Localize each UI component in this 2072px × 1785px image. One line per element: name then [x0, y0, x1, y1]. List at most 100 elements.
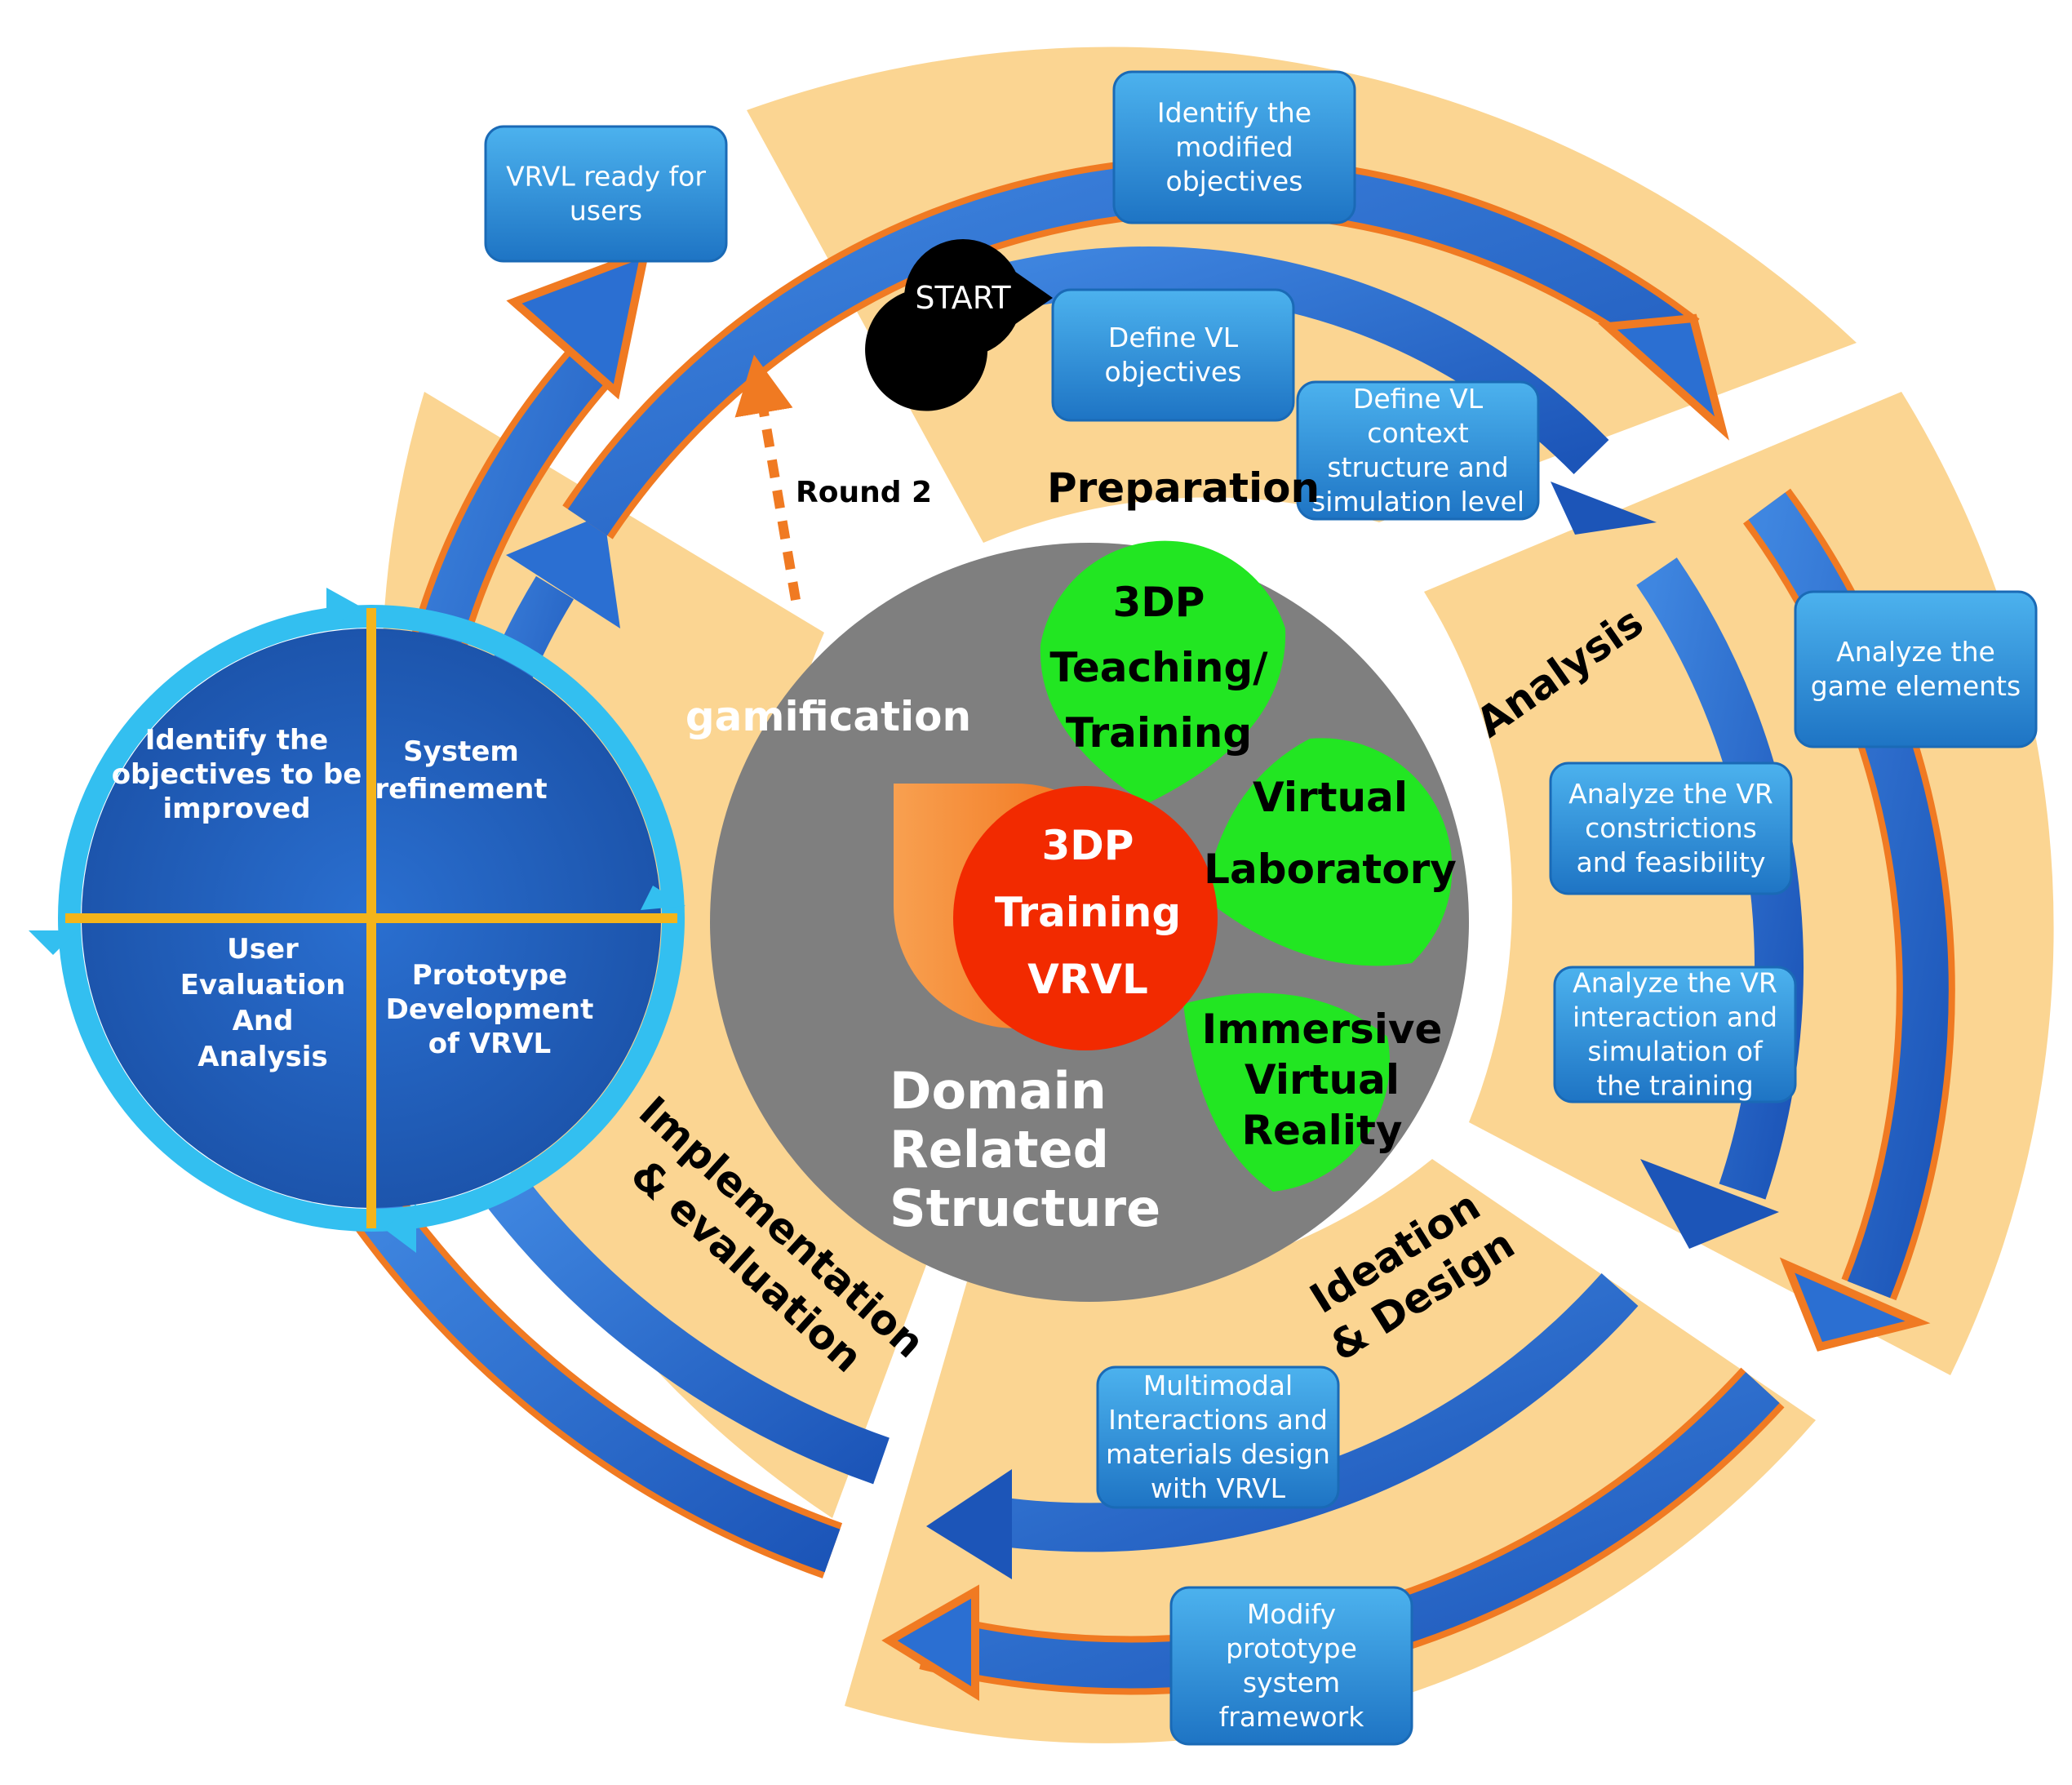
box-define-vl-objectives-text-line-1: Define VL	[1108, 322, 1239, 353]
core-label-line-2: Training	[995, 889, 1181, 936]
box-define-vl-context	[1296, 380, 1540, 521]
cycle-system-refinement-line-1: System	[403, 735, 519, 768]
box-vrvl-ready-text-line-1: VRVL ready for	[506, 161, 706, 193]
box-modify-prototype-text-line-4: framework	[1219, 1701, 1365, 1733]
petal-teaching-label: 3DP Teaching/Training	[1049, 579, 1268, 757]
core-circle	[953, 786, 1218, 1050]
cycle-arrow-right	[641, 886, 685, 910]
petal-virtual-lab-label-line-1: Virtual	[1253, 774, 1408, 821]
core-label-line-1: 3DP	[1042, 822, 1134, 869]
box-identify-modified	[1112, 70, 1356, 224]
box-modify-prototype-text-line-2: prototype	[1226, 1632, 1357, 1664]
round2-label: Round 2	[796, 476, 932, 509]
box-analyze-vr-interaction-text-line-2: interaction and	[1573, 1001, 1777, 1033]
arrow-head-top	[1598, 313, 1729, 441]
arrow-head-vrvl-ready	[506, 246, 650, 400]
arrow-impl-inner	[486, 1176, 890, 1485]
box-analyze-game-text-line-1: Analyze the	[1836, 636, 1995, 668]
box-identify-modified-text-line-2: modified	[1175, 131, 1293, 163]
box-analyze-vr-constrictions-text-line-1: Analyze the VR	[1568, 778, 1773, 810]
petal-virtual-lab	[1204, 738, 1453, 966]
petal-immersive	[1183, 992, 1391, 1192]
box-analyze-vr-interaction	[1553, 966, 1797, 1103]
petal-teaching	[1040, 540, 1286, 804]
petal-teaching-label-line-1: 3DP	[1113, 579, 1205, 626]
box-multimodal-text-line-2: Interactions and	[1108, 1404, 1328, 1436]
stage-preparation: Preparation	[1047, 464, 1320, 512]
box-analyze-game-text-line-2: game elements	[1811, 670, 2021, 702]
cycle-arrow-left	[29, 930, 78, 955]
box-analyze-vr-constrictions-text-line-3: and feasibility	[1577, 846, 1766, 878]
box-vrvl-ready	[484, 125, 728, 263]
box-analyze-vr-interaction-text-line-1: Analyze the VR	[1573, 967, 1777, 999]
box-multimodal-text-line-3: materials design	[1106, 1438, 1330, 1470]
core-label-line-3: VRVL	[1027, 956, 1148, 1003]
box-define-vl-objectives-text-line-2: objectives	[1105, 356, 1242, 388]
box-define-vl-context-text-line-4: simulation level	[1311, 486, 1524, 517]
cycle-circle	[29, 588, 685, 1253]
cycle-identify-improved-line-1: Identify the	[145, 724, 328, 757]
start-bubble: START	[865, 239, 1053, 411]
box-modify-prototype	[1169, 1586, 1413, 1746]
cycle-identify-improved-line-3: improved	[162, 793, 310, 825]
box-analyze-game	[1794, 590, 2038, 748]
box-modify-prototype-text-line-1: Modify	[1247, 1598, 1336, 1630]
cycle-user-evaluation-line-1: User	[227, 933, 299, 966]
petal-teaching-label-line-3: Training	[1066, 709, 1252, 757]
box-analyze-vr-constrictions-text-line-2: constrictions	[1585, 812, 1757, 844]
box-analyze-vr-interaction-text-line-4: the training	[1596, 1070, 1754, 1102]
box-define-vl-objectives	[1051, 288, 1295, 422]
cycle-prototype-dev-line-3: of VRVL	[428, 1028, 551, 1060]
box-multimodal-text-line-1: Multimodal	[1143, 1370, 1293, 1401]
box-analyze-vr-interaction-text-line-3: simulation of	[1587, 1036, 1764, 1068]
cycle-prototype-dev-line-2: Development	[386, 993, 594, 1026]
round2-arrow	[734, 354, 801, 602]
box-multimodal	[1096, 1365, 1340, 1509]
box-vrvl-ready-text-line-2: users	[570, 195, 642, 227]
domain-label-line-1: Domain	[890, 1061, 1107, 1121]
petal-immersive-label-line-2: Virtual	[1245, 1056, 1400, 1103]
cycle-user-evaluation-line-4: Analysis	[197, 1041, 327, 1073]
box-multimodal-text-line-4: with VRVL	[1151, 1472, 1286, 1504]
cycle-user-evaluation-line-2: Evaluation	[180, 969, 346, 1001]
box-analyze-vr-constrictions	[1549, 762, 1793, 895]
cycle-arrow-bottom	[384, 1204, 416, 1253]
cycle-system-refinement-line-2: refinement	[375, 773, 547, 806]
petal-virtual-lab-label-line-2: Laboratory	[1204, 846, 1457, 893]
cycle-identify-improved-line-2: objectives to be	[112, 758, 362, 791]
box-modify-prototype-text-line-3: system	[1243, 1667, 1340, 1698]
cycle-prototype-dev-line-1: Prototype	[412, 959, 567, 992]
gamification-label: gamification	[685, 693, 971, 740]
domain-label-line-3: Structure	[890, 1179, 1160, 1238]
box-identify-modified-text-line-1: Identify the	[1157, 97, 1311, 129]
start-label: START	[915, 280, 1011, 316]
cycle-user-evaluation-line-3: And	[233, 1005, 294, 1037]
petal-immersive-label-line-3: Reality	[1242, 1107, 1403, 1154]
box-identify-modified-text-line-3: objectives	[1166, 166, 1303, 198]
petal-teaching-label-line-2: Teaching/	[1049, 644, 1268, 691]
box-define-vl-context-text-line-2: context	[1367, 417, 1468, 449]
box-define-vl-context-text-line-3: structure and	[1327, 451, 1508, 483]
cycle-arrow-top	[326, 588, 363, 628]
box-define-vl-context-text-line-1: Define VL	[1353, 383, 1484, 415]
petal-immersive-label-line-1: Immersive	[1202, 1006, 1443, 1053]
cycle-system-refinement: System refinement	[375, 735, 547, 806]
